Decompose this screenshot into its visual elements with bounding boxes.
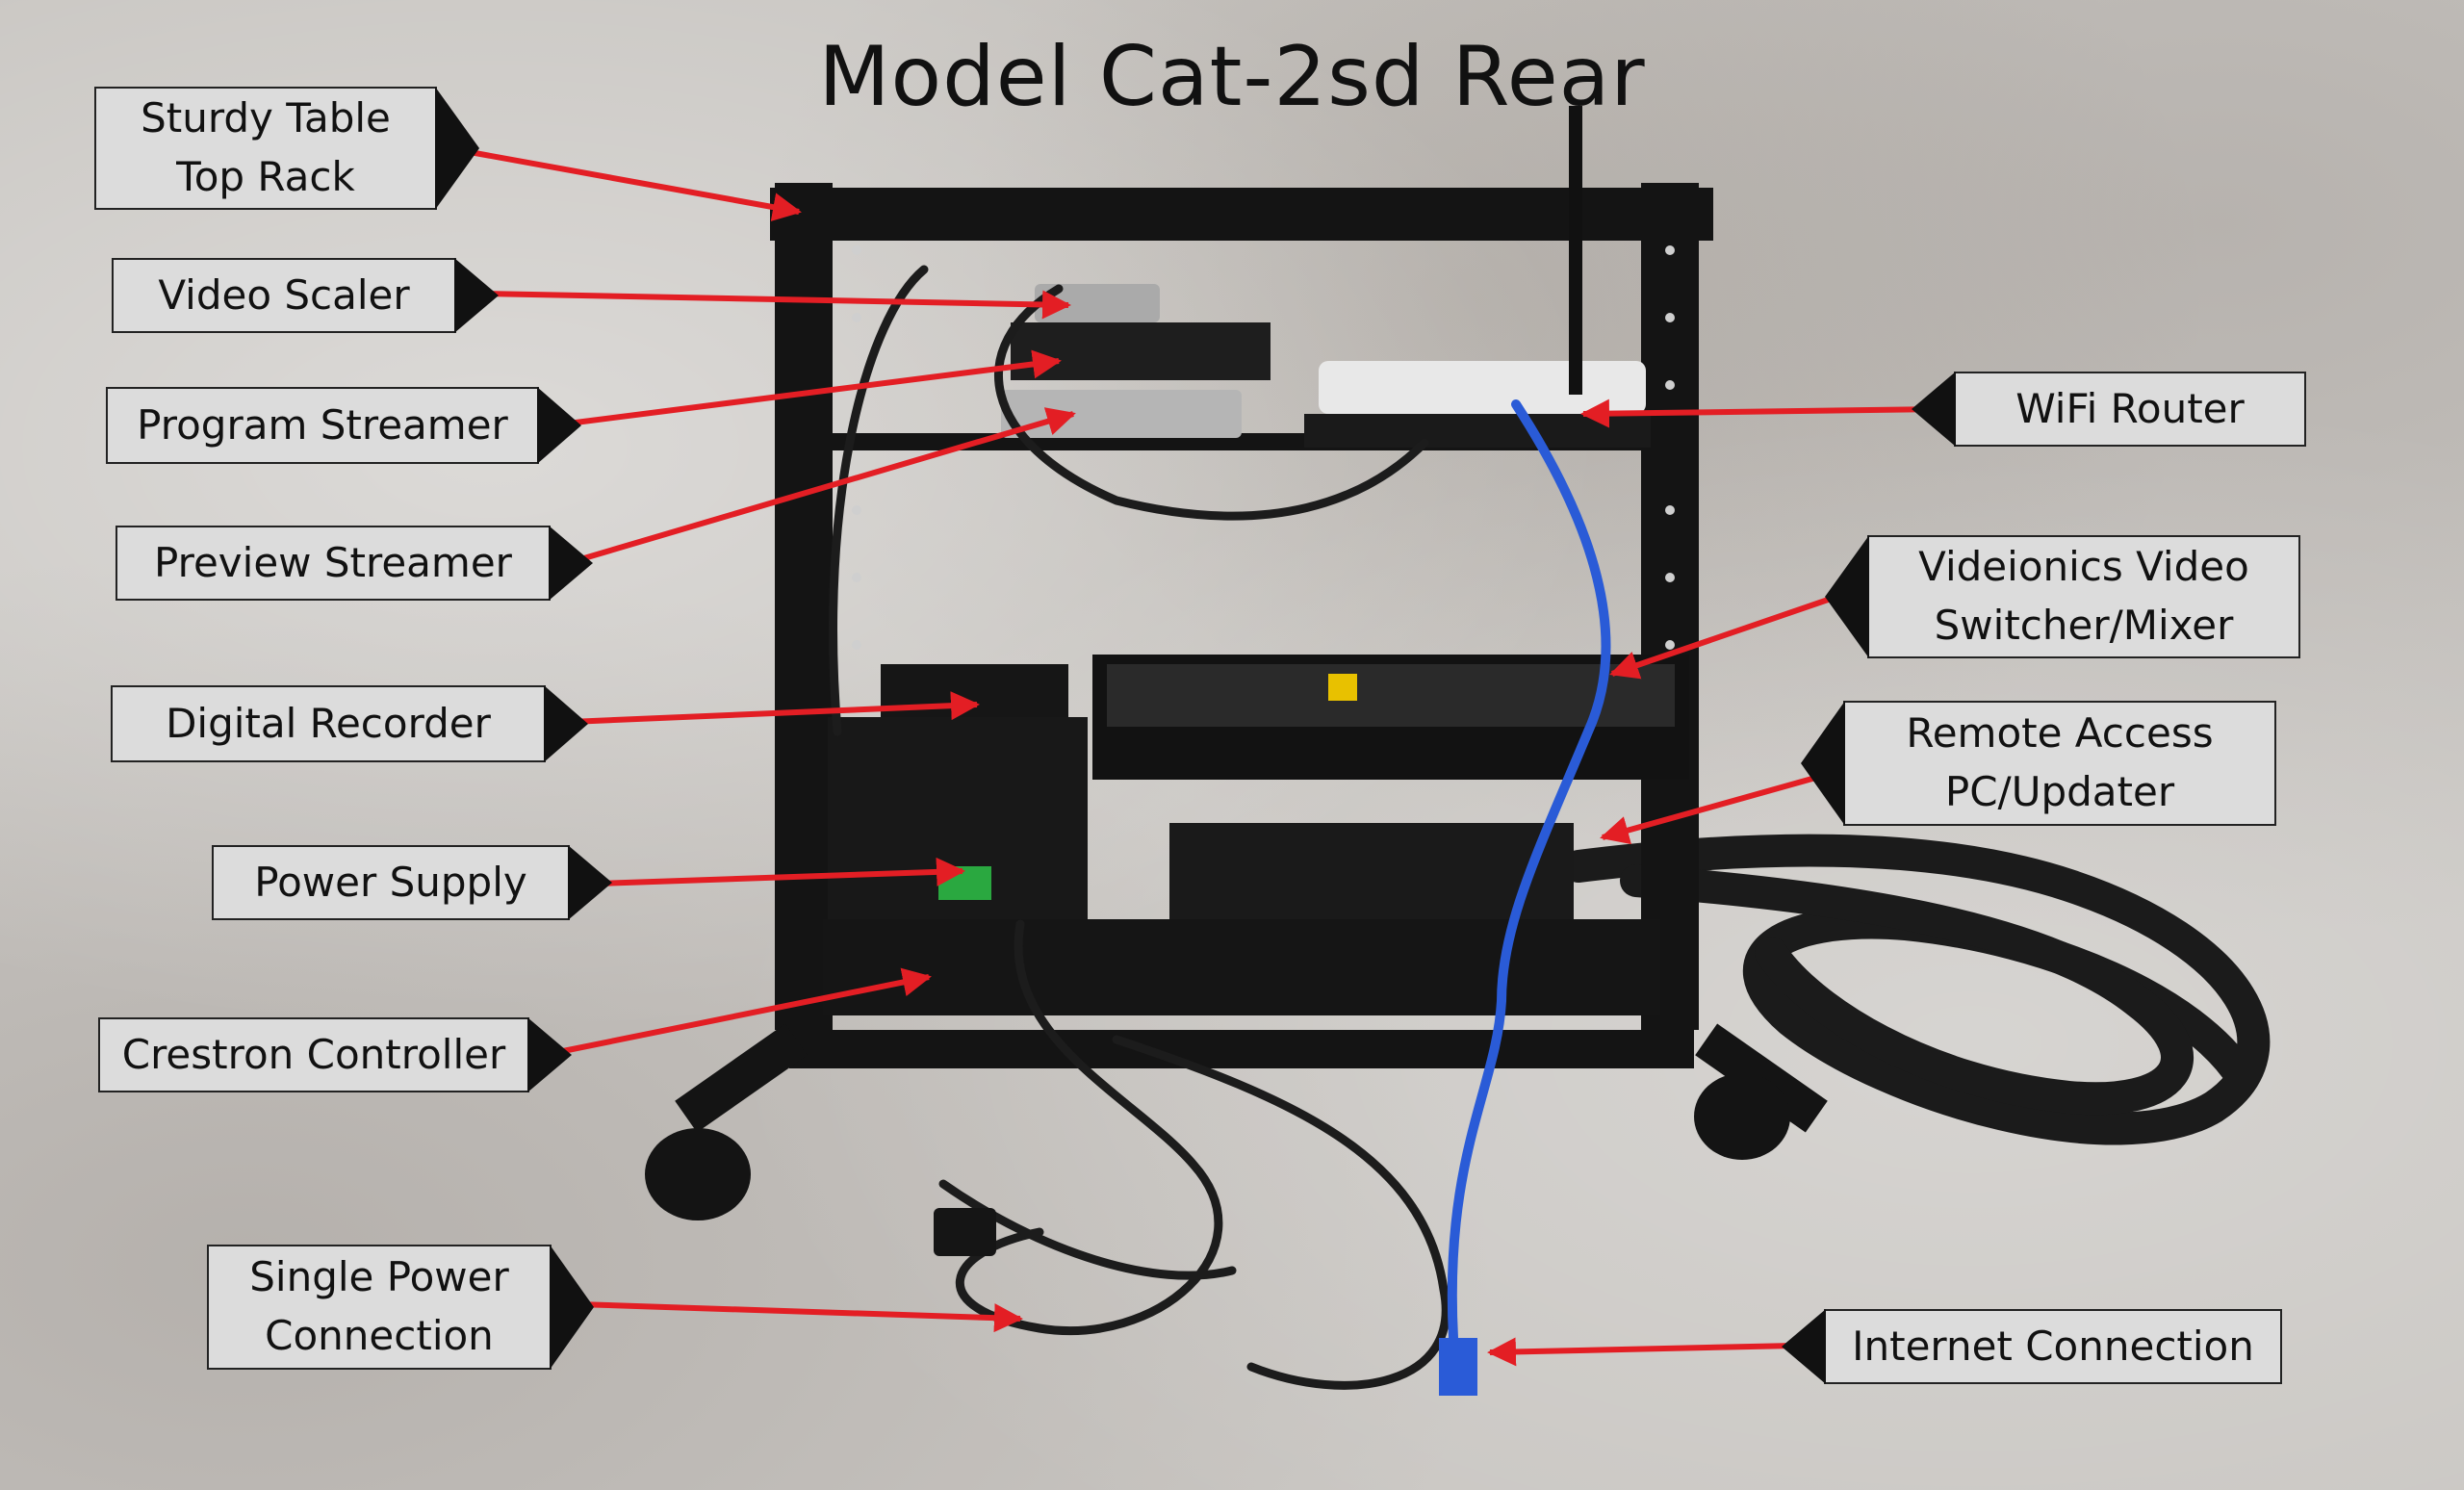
arrow-video-scaler <box>482 290 1071 320</box>
top-shelf-devices <box>1001 106 1651 448</box>
blue-ethernet-cable <box>1447 399 1611 1343</box>
arrow-preview-streamer <box>577 407 1076 563</box>
label-preview-streamer: Preview Streamer <box>116 526 593 601</box>
arrow-internet <box>1487 1337 1796 1367</box>
label-program-streamer: Program Streamer <box>106 387 581 464</box>
label-power-supply: Power Supply <box>212 845 612 920</box>
label-remote-access-pc: Remote Access PC/Updater <box>1801 701 2276 826</box>
arrow-digital-recorder <box>569 691 980 725</box>
bottom-stack-devices <box>823 655 1689 1015</box>
label-video-scaler: Video Scaler <box>112 258 499 333</box>
coiled-cable <box>1562 834 2271 1145</box>
arrow-sturdy-rack <box>469 149 802 221</box>
arrow-single-power <box>577 1301 1023 1333</box>
arrow-program-streamer <box>567 349 1062 426</box>
arrow-crestron <box>548 967 932 1057</box>
ethernet-plug <box>1439 1338 1477 1396</box>
arrow-power-supply <box>596 857 965 886</box>
label-single-power-connection: Single Power Connection <box>207 1245 594 1370</box>
pointer-arrows <box>469 149 1943 1367</box>
label-sturdy-table-top-rack: Sturdy Table Top Rack <box>94 87 479 210</box>
rack-frame <box>645 183 1828 1220</box>
power-plug <box>934 1208 996 1256</box>
label-digital-recorder: Digital Recorder <box>111 685 588 762</box>
label-internet-connection: Internet Connection <box>1782 1309 2282 1384</box>
arrow-videionics <box>1609 594 1837 680</box>
label-wifi-router: WiFi Router <box>1912 372 2306 447</box>
page-title: Model Cat-2sd Rear <box>818 29 1646 125</box>
arrow-wifi-router <box>1580 398 1943 428</box>
label-crestron-controller: Crestron Controller <box>98 1017 572 1092</box>
label-videionics-switcher: Videionics Video Switcher/Mixer <box>1825 535 2300 658</box>
